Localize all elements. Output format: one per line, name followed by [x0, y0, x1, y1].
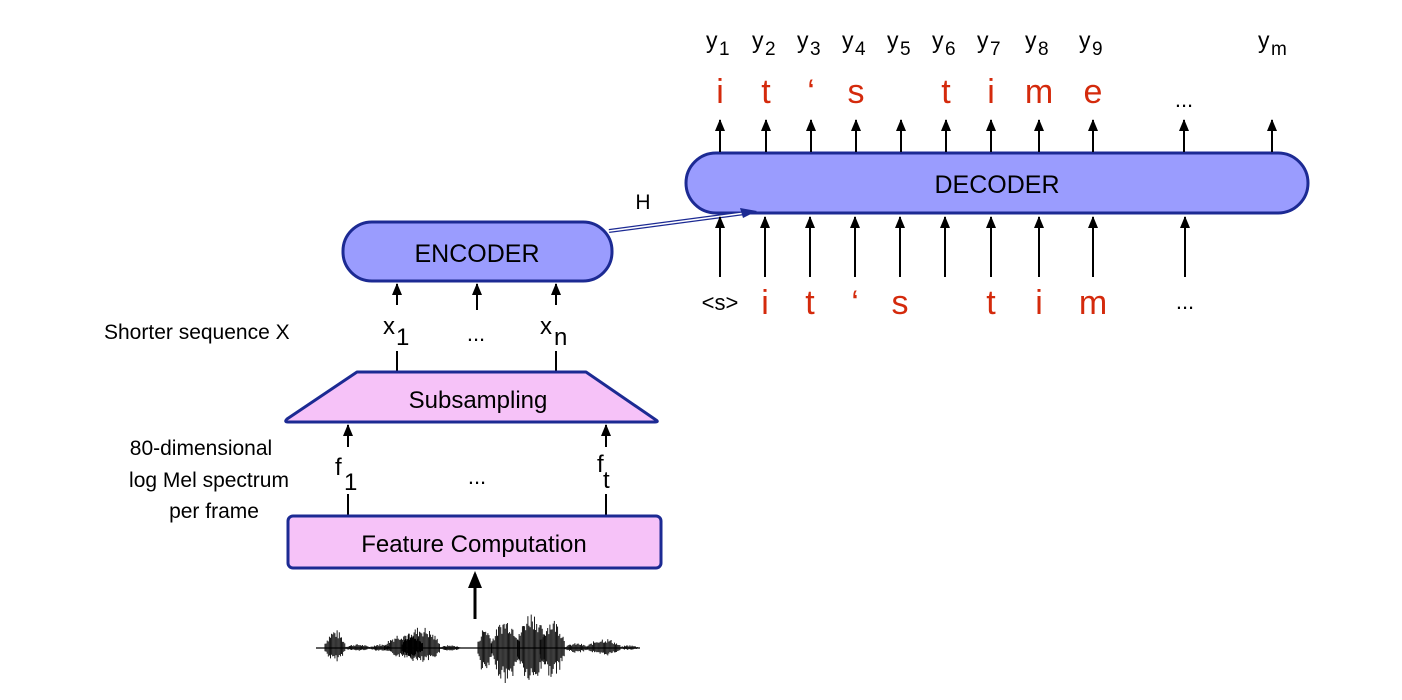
encoder-ellipsis: ...: [467, 321, 485, 346]
decoder-input: m: [1079, 216, 1107, 322]
decoder-input: <s>: [702, 216, 739, 315]
x1-subscript: 1: [396, 324, 409, 351]
output-y-symbol: y: [752, 27, 764, 53]
decoder-input: t: [805, 216, 815, 322]
decoder-label: DECODER: [934, 171, 1059, 199]
feature-caption: 80-dimensional log Mel spectrum per fram…: [129, 437, 289, 523]
output-y-symbol: y: [1258, 27, 1270, 53]
decoder-block: DECODER: [684, 151, 1310, 215]
decoder-output-token: t: [941, 73, 951, 111]
encoder-label: ENCODER: [414, 240, 539, 268]
output-y-subscript: 8: [1038, 39, 1049, 60]
decoder-input-token: i: [761, 284, 769, 322]
xn-symbol: x: [540, 313, 552, 340]
ft-symbol: f: [597, 451, 604, 478]
feature-computation-block: Feature Computation: [286, 514, 663, 570]
context-label-h: H: [635, 191, 650, 214]
output-y-subscript: 3: [810, 39, 821, 60]
decoder-input: s: [892, 216, 909, 322]
decoder-output-token: e: [1084, 73, 1103, 111]
decoder-input: ‘: [850, 216, 860, 322]
output-y-symbol: y: [1079, 27, 1091, 53]
decoder-input-token: ‘: [851, 284, 859, 322]
output-y-subscript: 7: [990, 39, 1001, 60]
encoder-input-labels: x 1 ... x n Shorter sequence X: [104, 313, 567, 371]
output-y-subscript: 4: [855, 39, 866, 60]
decoder-output-token: i: [716, 73, 724, 111]
feature-computation-label: Feature Computation: [361, 531, 586, 558]
output-y-subscript: 9: [1092, 39, 1103, 60]
output-y-symbol: y: [887, 27, 899, 53]
ft-subscript: t: [603, 467, 610, 494]
decoder-output-token: t: [761, 73, 771, 111]
output-y-symbol: y: [977, 27, 989, 53]
output-y-subscript: m: [1271, 39, 1287, 60]
waveform-icon: [316, 614, 640, 683]
caption-line-2: log Mel spectrum: [129, 469, 289, 492]
caption-line-3: per frame: [169, 500, 259, 523]
encoder-input-arrows: [392, 283, 561, 310]
output-y-subscript: 2: [765, 39, 776, 60]
decoder-input-ellipsis: ...: [1176, 289, 1194, 314]
output-y-symbol: y: [1025, 27, 1037, 53]
context-arrow-head: [740, 208, 757, 218]
output-y-subscript: 6: [945, 39, 956, 60]
x1-symbol: x: [383, 313, 395, 340]
decoder-output-token: ‘: [807, 73, 815, 111]
feature-ellipsis: ...: [468, 464, 486, 489]
shorter-sequence-caption: Shorter sequence X: [104, 321, 290, 344]
subsampling-label: Subsampling: [409, 387, 548, 414]
decoder-input: ...: [1176, 216, 1194, 314]
decoder-input: i: [1034, 216, 1044, 322]
output-y-symbol: y: [842, 27, 854, 53]
decoder-input-token: i: [1035, 284, 1043, 322]
decoder-input: t: [986, 216, 996, 322]
decoder-output-ellipsis: ...: [1175, 87, 1193, 112]
output-y-symbol: y: [706, 27, 718, 53]
caption-line-1: 80-dimensional: [130, 437, 272, 460]
decoder-input-token: m: [1079, 284, 1107, 322]
decoder-output-token: i: [987, 73, 995, 111]
decoder-input-token: s: [892, 284, 909, 322]
subsampling-block: Subsampling: [284, 370, 659, 424]
output-y-subscript: 5: [900, 39, 911, 60]
decoder-output: ...: [1175, 87, 1193, 152]
start-token: <s>: [702, 290, 739, 315]
f1-symbol: f: [335, 454, 342, 481]
output-y-symbol: y: [932, 27, 944, 53]
decoder-output-token: s: [848, 73, 865, 111]
encoder-block: ENCODER: [341, 220, 614, 283]
decoder-input-token: t: [805, 284, 815, 322]
output-y-subscript: 1: [719, 39, 730, 60]
xn-subscript: n: [554, 324, 567, 351]
decoder-input: i: [760, 216, 770, 322]
decoder-input-token: t: [986, 284, 996, 322]
decoder-output-token: m: [1025, 73, 1053, 111]
output-y-symbol: y: [797, 27, 809, 53]
waveform-arrow-head: [468, 571, 482, 588]
f1-subscript: 1: [344, 469, 357, 496]
subsampling-input-arrows: f 1 ... f t: [335, 424, 611, 515]
